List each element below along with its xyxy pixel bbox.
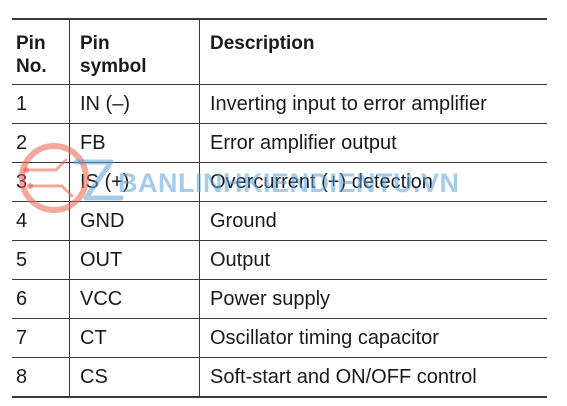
pin-no: 1 — [16, 92, 28, 115]
pin-description: Output — [199, 241, 547, 279]
header-pin-no-line1: Pin — [16, 33, 46, 54]
table-row: 5 OUT Output — [12, 241, 547, 280]
table-header-row: Pin No. Pin symbol Description — [12, 20, 547, 85]
table-row: 2 FB Error amplifier output — [12, 124, 547, 163]
table-row: 6 VCC Power supply — [12, 280, 547, 319]
header-pin-no: Pin No. — [12, 20, 69, 84]
pin-description: Power supply — [199, 280, 547, 318]
pin-description: Soft-start and ON/OFF control — [199, 358, 547, 396]
pin-table: Pin No. Pin symbol Description 1 IN (–) … — [12, 18, 547, 398]
pin-description: Inverting input to error amplifier — [199, 85, 547, 123]
pin-description: Oscillator timing capacitor — [199, 319, 547, 357]
header-pin-symbol-line1: Pin — [80, 33, 110, 54]
header-pin-no-line2: No. — [16, 56, 47, 77]
pin-no: 4 — [16, 209, 28, 232]
header-pin-symbol: Pin symbol — [69, 20, 199, 84]
pin-no: 2 — [16, 131, 28, 154]
table-row: 7 CT Oscillator timing capacitor — [12, 319, 547, 358]
pin-no: 7 — [16, 326, 28, 349]
pin-symbol: IS (+) — [69, 163, 199, 201]
pin-description: Error amplifier output — [199, 124, 547, 162]
header-description: Description — [199, 20, 547, 84]
pin-description: Ground — [199, 202, 547, 240]
pin-no: 6 — [16, 287, 28, 310]
pin-symbol: CS — [69, 358, 199, 396]
pin-description: Overcurrent (+) detection — [199, 163, 547, 201]
table-row: 8 CS Soft-start and ON/OFF control — [12, 358, 547, 396]
pin-symbol: CT — [69, 319, 199, 357]
table-row: 1 IN (–) Inverting input to error amplif… — [12, 85, 547, 124]
table-row: 3 IS (+) Overcurrent (+) detection — [12, 163, 547, 202]
pin-symbol: IN (–) — [69, 85, 199, 123]
pin-symbol: VCC — [69, 280, 199, 318]
table-row: 4 GND Ground — [12, 202, 547, 241]
pin-symbol: GND — [69, 202, 199, 240]
pin-no: 5 — [16, 248, 28, 271]
header-pin-symbol-line2: symbol — [80, 56, 147, 77]
pin-no: 3 — [16, 170, 28, 193]
pin-symbol: FB — [69, 124, 199, 162]
pin-symbol: OUT — [69, 241, 199, 279]
pin-no: 8 — [16, 365, 28, 388]
